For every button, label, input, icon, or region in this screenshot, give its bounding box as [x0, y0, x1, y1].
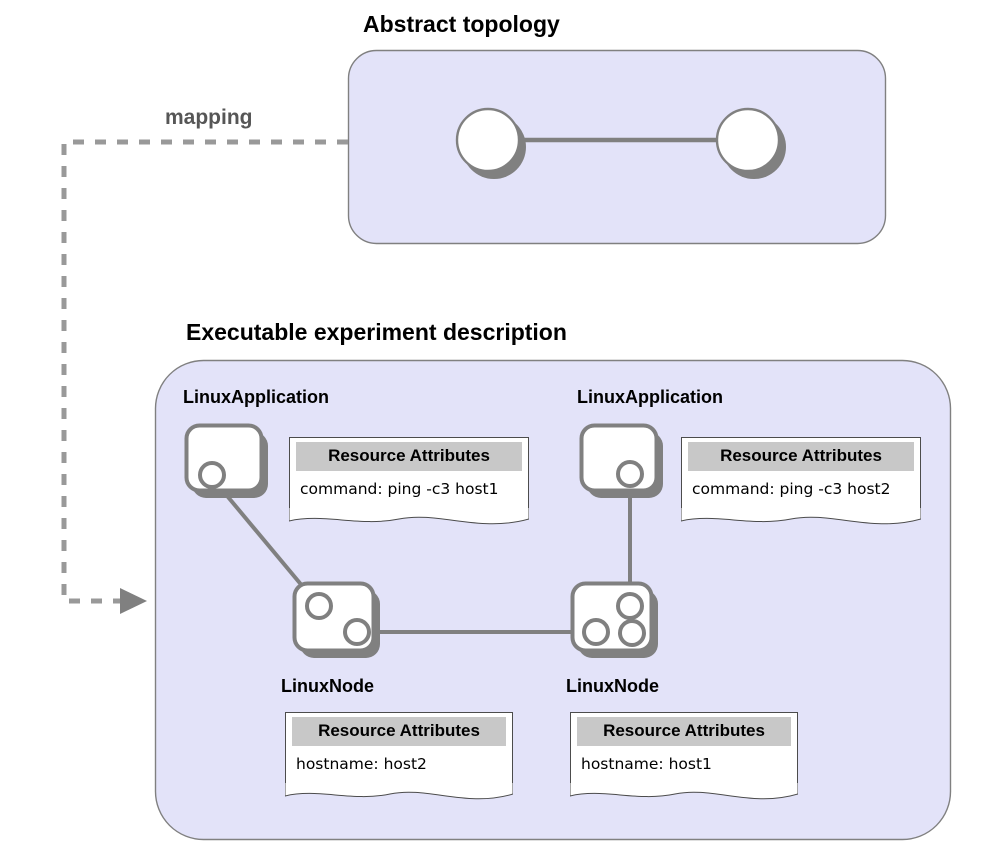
node-left-shape[interactable] [292, 581, 381, 659]
app-right-note-header: Resource Attributes [688, 442, 914, 471]
node-left-note-header: Resource Attributes [292, 717, 506, 746]
abstract-topology-panel-rect [347, 49, 887, 245]
node-right-port-1 [616, 592, 644, 620]
app-left-note-header: Resource Attributes [296, 442, 522, 471]
app-left-note: Resource Attributes command: ping -c3 ho… [289, 437, 545, 559]
abstract-node-right[interactable] [715, 107, 786, 179]
app-left-note-wave [289, 507, 529, 525]
node-right-shape[interactable] [570, 581, 659, 659]
node-left-note-body: Resource Attributes hostname: host2 [285, 712, 513, 783]
abstract-node-right-circle [715, 107, 781, 173]
mapping-label: mapping [165, 106, 253, 129]
node-right-note-header: Resource Attributes [577, 717, 791, 746]
abstract-topology-panel [347, 49, 887, 245]
node-right-note-attribute: hostname: host1 [581, 755, 712, 773]
mapping-arrow-path [61, 139, 348, 604]
node-right-label: LinuxNode [566, 676, 659, 696]
abstract-node-left[interactable] [455, 107, 526, 179]
executable-description-title: Executable experiment description [186, 319, 567, 345]
app-right-note-body: Resource Attributes command: ping -c3 ho… [681, 437, 921, 508]
node-right-note-wave [570, 782, 798, 800]
node-right-note: Resource Attributes hostname: host1 [570, 712, 814, 834]
node-left-port-2 [343, 618, 371, 646]
app-right-port [616, 460, 644, 488]
node-right-port-3 [618, 619, 646, 647]
app-left-shape[interactable] [184, 423, 269, 499]
mapping-arrow-head [120, 588, 147, 614]
app-left-note-body: Resource Attributes command: ping -c3 ho… [289, 437, 529, 508]
node-left-label: LinuxNode [281, 676, 374, 696]
node-left-port-1 [305, 592, 333, 620]
executable-description-panel [154, 359, 952, 841]
app-left-port [198, 461, 226, 489]
node-left-note-wave [285, 782, 513, 800]
executable-description-panel-rect [154, 359, 952, 841]
abstract-topology-title: Abstract topology [363, 11, 560, 37]
app-right-note: Resource Attributes command: ping -c3 ho… [681, 437, 937, 559]
app-right-label: LinuxApplication [577, 387, 723, 407]
app-right-note-wave [681, 507, 921, 525]
app-left-label: LinuxApplication [183, 387, 329, 407]
app-right-shape[interactable] [579, 423, 664, 499]
abstract-node-left-circle [455, 107, 521, 173]
mapping-arrow [61, 139, 348, 614]
node-left-note: Resource Attributes hostname: host2 [285, 712, 529, 834]
app-right-note-attribute: command: ping -c3 host2 [692, 480, 891, 498]
node-right-port-2 [582, 618, 610, 646]
node-right-note-body: Resource Attributes hostname: host1 [570, 712, 798, 783]
node-left-note-attribute: hostname: host2 [296, 755, 427, 773]
app-left-note-attribute: command: ping -c3 host1 [300, 480, 499, 498]
